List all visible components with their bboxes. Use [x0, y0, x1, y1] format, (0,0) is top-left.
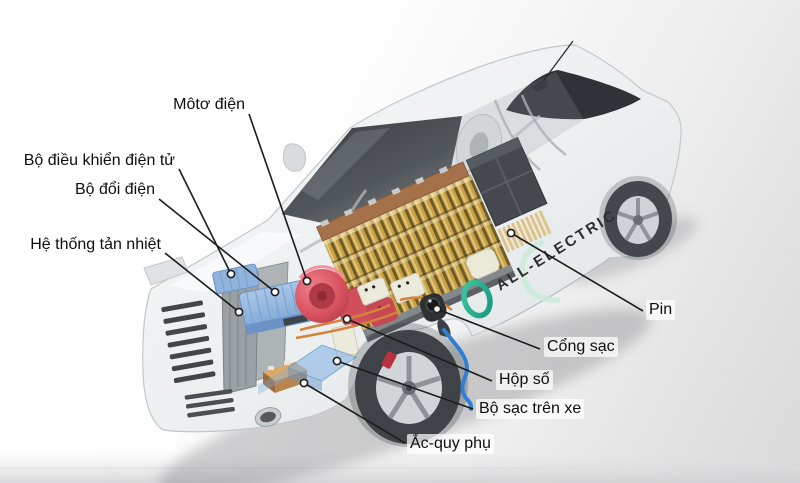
- marker-controller: [226, 269, 236, 279]
- front-grille: [161, 300, 216, 383]
- label-onboard-charger: Bộ sạc trên xe: [476, 399, 585, 419]
- label-charge-port: Cổng sạc: [544, 337, 618, 357]
- label-controller: Bộ điều khiển điện tử: [20, 151, 178, 171]
- leader-inverter: [158, 198, 276, 293]
- leader-markers: [226, 228, 516, 388]
- reservoir-boxes: [356, 272, 426, 306]
- lower-grille: [184, 389, 235, 418]
- label-cooling-system: Hệ thống tản nhiệt: [27, 235, 164, 255]
- marker-gearbox: [342, 314, 352, 324]
- label-aux-battery: Ắc-quy phụ: [407, 434, 494, 454]
- leader-aux: [303, 382, 406, 444]
- leader-battery: [510, 232, 644, 312]
- onboard-charger: [258, 344, 358, 395]
- leader-charge-port: [436, 308, 541, 350]
- leader-motor: [248, 113, 308, 282]
- fog-light: [254, 407, 282, 427]
- leader-gearbox: [346, 318, 493, 382]
- leader-onboard: [336, 360, 474, 410]
- marker-inverter: [270, 287, 280, 297]
- label-gearbox: Hộp số: [496, 370, 553, 390]
- marker-motor: [302, 276, 312, 286]
- marker-cooling: [234, 307, 244, 317]
- control-unit: [212, 263, 260, 295]
- marker-aux: [299, 378, 309, 388]
- side-mirror: [282, 143, 306, 172]
- charge-cable: [442, 328, 474, 411]
- rear-wheel: [599, 176, 677, 260]
- marker-charge-port: [432, 304, 442, 314]
- leader-cooling: [164, 252, 240, 313]
- label-battery: Pin: [646, 300, 676, 320]
- marker-onboard: [332, 356, 342, 366]
- leader-controller: [178, 168, 232, 275]
- label-motor: Môtơ điện: [170, 95, 248, 115]
- label-inverter: Bộ đổi điện: [71, 180, 158, 200]
- brand-logo: [461, 239, 561, 319]
- front-wheel: [348, 323, 468, 447]
- antenna: [531, 40, 574, 92]
- leader-lines: [158, 113, 644, 444]
- marker-battery: [506, 228, 516, 238]
